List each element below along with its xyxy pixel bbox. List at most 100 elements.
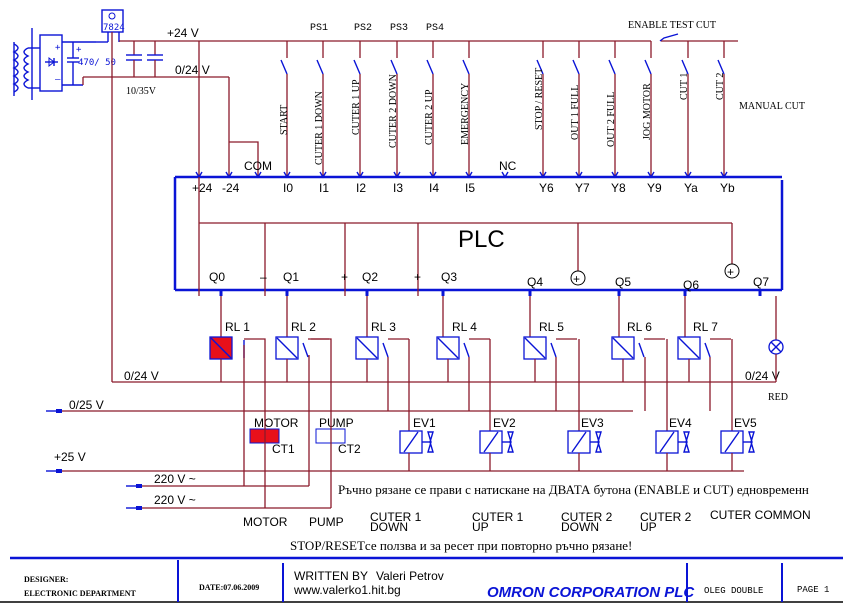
plc-nc-terminal: NC [499, 159, 517, 173]
switch-label: START [279, 105, 290, 135]
arrow-icon [46, 409, 142, 510]
ps3-label: PS3 [390, 23, 408, 34]
valve-label: EV1 [413, 416, 436, 430]
rail-label: 0/25 V [69, 398, 104, 412]
plus-sign: + [414, 270, 421, 284]
plc-pos-terminal: +24 [192, 181, 213, 195]
bottom-label-pump: PUMP [309, 515, 344, 529]
filter-capacitors [126, 41, 163, 77]
switch-label: CUTER 2 DOWN [388, 74, 399, 148]
department-label: ELECTRONIC DEPARTMENT [24, 589, 136, 598]
rail-label: 0/24 V [124, 369, 159, 383]
output-terminal: Q3 [441, 270, 457, 284]
relay-contacts [387, 357, 711, 411]
input-terminal: Y9 [647, 181, 662, 195]
page-number: PAGE 1 [797, 585, 829, 595]
switch-10[interactable]: JOG MOTOR Y9 [642, 41, 662, 195]
input-terminal: I5 [465, 181, 475, 195]
input-terminal: I0 [283, 181, 293, 195]
switch-12[interactable]: CUT 2 Yb [715, 41, 735, 195]
relay-5: RL 5 [523, 296, 577, 382]
relay-label: RL 7 [693, 320, 718, 334]
relay-1: RL 1 [209, 296, 250, 382]
manual-cut-note: Ръчно рязане се прави с натискане на ДВА… [338, 482, 809, 497]
switch-contact-icon [316, 59, 324, 75]
bottom-label: CUTER 1 [472, 510, 524, 524]
input-terminal: Ya [684, 181, 698, 195]
relay-3: RL 3 [355, 296, 409, 382]
cap-small-value: 10/35V [126, 86, 157, 97]
switch-label: OUT 1 FULL [570, 85, 581, 140]
valve-5: EV5 [720, 339, 757, 471]
output-terminal: Q2 [362, 270, 378, 284]
switch-4[interactable]: CUTER 2 DOWN I3 [388, 41, 403, 195]
switch-contact-icon [717, 59, 725, 75]
switch-label: JOG MOTOR [642, 83, 653, 140]
relay-label: RL 5 [539, 320, 564, 334]
relay-2: RL 2 [275, 296, 329, 382]
lamp-color-label: RED [768, 392, 788, 403]
rail-label: 220 V ~ [154, 493, 196, 507]
valve-label: EV2 [493, 416, 516, 430]
output-terminal: Q5 [615, 275, 631, 289]
output-terminal: Q0 [209, 270, 225, 284]
rail-plus24-label: +24 V [167, 26, 199, 40]
enable-switch[interactable] [659, 33, 679, 42]
plus-sign: + [341, 270, 348, 284]
switch-contact-icon [608, 59, 616, 75]
switch-label: CUT 2 [715, 73, 726, 100]
input-terminal: Y8 [611, 181, 626, 195]
bottom-label-motor: MOTOR [243, 515, 288, 529]
date-label: DATE:07.06.2009 [199, 583, 259, 592]
svg-text:+: + [76, 45, 82, 55]
switch-contact-icon [572, 59, 580, 75]
plc-title: PLC [458, 226, 505, 253]
switch-contact-icon [426, 59, 434, 75]
output-terminal: Q4 [527, 275, 543, 289]
bottom-label: DOWN [561, 520, 599, 534]
switch-contact-icon [353, 59, 361, 75]
ps2-label: PS2 [354, 23, 372, 34]
output-terminal: Q7 [753, 275, 769, 289]
plus-terminal-icon [724, 263, 740, 279]
plc-com-terminal: COM [244, 159, 272, 173]
switch-contact-icon [280, 59, 288, 75]
contactor-id: CT2 [338, 442, 361, 456]
switch-contact-icon [644, 59, 652, 75]
svg-text:–: – [55, 75, 61, 85]
designer-label: DESIGNER: [24, 575, 68, 584]
rail-0-24-label: 0/24 V [175, 63, 210, 77]
contactor-id: CT1 [272, 442, 295, 456]
bottom-label: CUTER 2 [640, 510, 692, 524]
voltage-regulator: 7824 [96, 9, 125, 43]
title-block: DESIGNER: ELECTRONIC DEPARTMENT DATE:07.… [0, 556, 843, 603]
output-terminal: Q1 [283, 270, 299, 284]
contactor-ct1: MOTOR CT1 [249, 416, 299, 456]
rail-label: +25 V [54, 450, 86, 464]
relay-6: RL 6 [611, 296, 665, 382]
company-name: OMRON CORPORATION PLC [487, 584, 695, 601]
contactor-name: PUMP [319, 416, 354, 430]
rail-label: 0/24 V [745, 369, 780, 383]
bottom-label: DOWN [370, 520, 408, 534]
plc-neg-terminal: -24 [222, 181, 240, 195]
website-link[interactable]: www.valerko1.hit.bg [293, 583, 401, 597]
enable-test-cut-label: ENABLE TEST CUT [628, 20, 716, 31]
ps4-label: PS4 [426, 23, 444, 34]
input-terminal: I3 [393, 181, 403, 195]
switch-11[interactable]: CUT 1Ya [679, 41, 698, 195]
switch-contact-icon [390, 59, 398, 75]
switch-1[interactable]: START I0 [279, 41, 293, 195]
input-terminal: Yb [720, 181, 735, 195]
input-terminal: I2 [356, 181, 366, 195]
input-terminal: I1 [319, 181, 329, 195]
svg-text:+: + [573, 272, 580, 286]
valve-label: EV4 [669, 416, 692, 430]
